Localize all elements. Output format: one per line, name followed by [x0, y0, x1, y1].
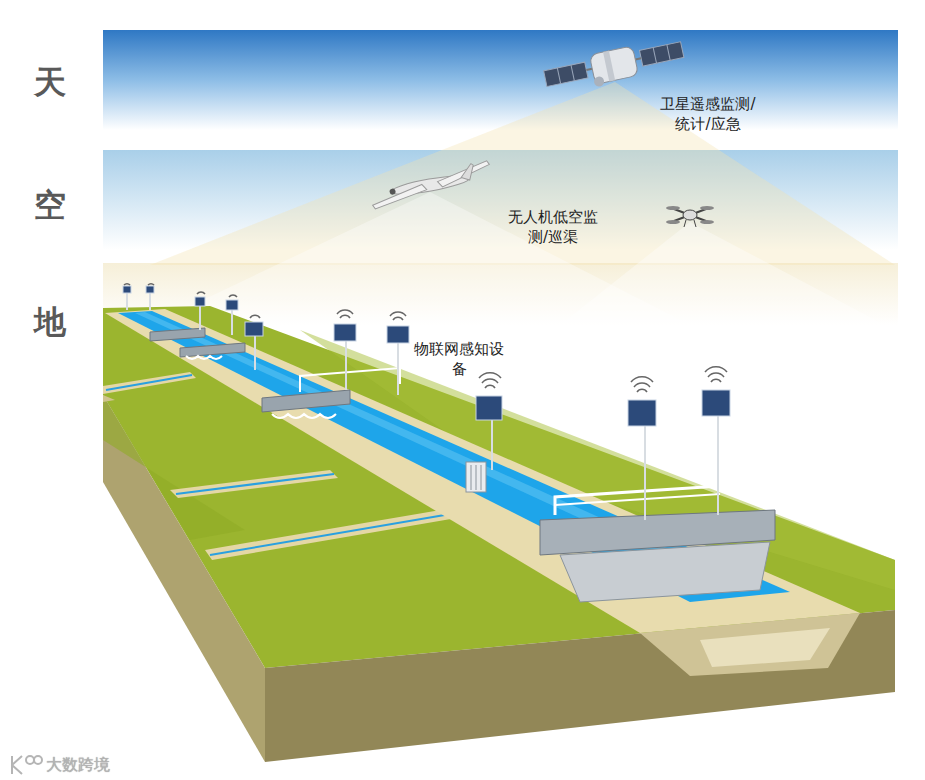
canal-water	[118, 311, 790, 602]
watermark: 大数跨境	[46, 755, 110, 776]
quadcopter	[666, 206, 714, 227]
callout-label: 无人机低空监测/巡渠	[505, 208, 601, 247]
solar-panels	[123, 286, 730, 426]
watermark-logo	[12, 756, 42, 774]
fixed-wing-uav	[368, 160, 493, 209]
gates	[150, 328, 775, 602]
band-label: 天	[28, 62, 72, 104]
sky-band	[103, 30, 898, 130]
callout-label: 卫星遥感监测/统计/应急	[655, 95, 761, 134]
field	[103, 395, 245, 540]
ground-front-left	[103, 395, 265, 762]
canal-cross-section	[640, 613, 860, 676]
canal-bed	[700, 628, 830, 667]
satellite	[542, 36, 686, 97]
ground-front-right	[265, 610, 895, 762]
band-label: 空	[28, 185, 72, 227]
wifi-signals	[124, 284, 727, 392]
band-label: 地	[28, 302, 72, 344]
drone-cone	[560, 222, 885, 325]
callout-label: 物联网感知设备	[411, 340, 507, 379]
satellite-cone	[150, 82, 895, 265]
iot-poles	[127, 290, 718, 520]
canal-bank	[105, 309, 860, 633]
